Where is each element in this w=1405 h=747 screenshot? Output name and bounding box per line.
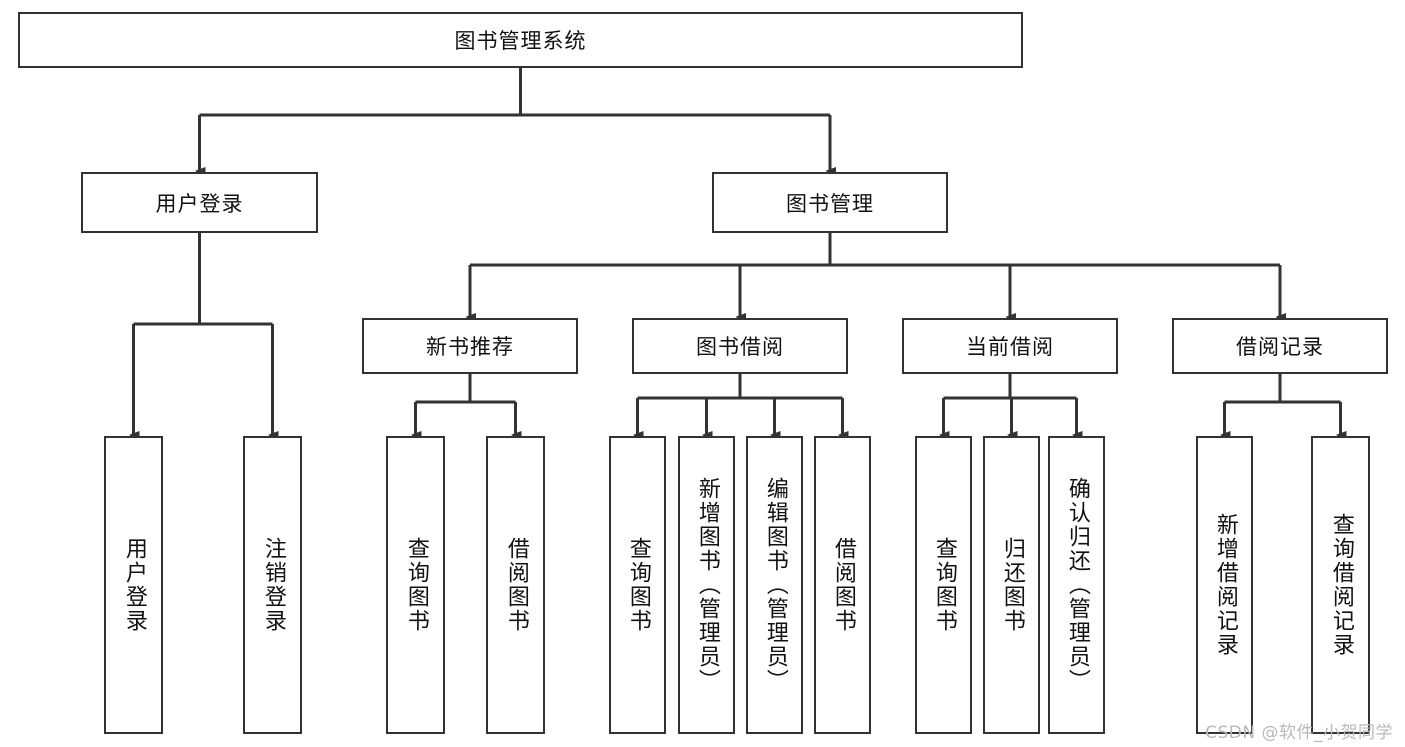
leaf-borrow-lend-book[interactable]: 借阅图书 xyxy=(814,436,871,734)
leaf-current-confirm-return-admin[interactable]: 确认归还（管理员） xyxy=(1048,436,1105,734)
node-book-management-module[interactable]: 图书管理 xyxy=(712,172,948,233)
node-root[interactable]: 图书管理系统 xyxy=(18,12,1023,68)
leaf-user-logout[interactable]: 注销登录 xyxy=(243,436,302,734)
node-new-book-recommend[interactable]: 新书推荐 xyxy=(362,318,578,374)
leaf-current-query-book[interactable]: 查询图书 xyxy=(915,436,972,734)
node-borrow-record[interactable]: 借阅记录 xyxy=(1172,318,1388,374)
leaf-record-add-borrow-record[interactable]: 新增借阅记录 xyxy=(1196,436,1253,734)
leaf-borrow-edit-book-admin[interactable]: 编辑图书（管理员） xyxy=(746,436,803,734)
node-book-borrow[interactable]: 图书借阅 xyxy=(632,318,848,374)
leaf-record-query-borrow-record[interactable]: 查询借阅记录 xyxy=(1311,436,1370,734)
node-current-borrow[interactable]: 当前借阅 xyxy=(902,318,1118,374)
leaf-newbook-query-book[interactable]: 查询图书 xyxy=(386,436,445,734)
leaf-borrow-query-book[interactable]: 查询图书 xyxy=(609,436,666,734)
node-user-login-module[interactable]: 用户登录 xyxy=(81,172,318,233)
leaf-borrow-add-book-admin[interactable]: 新增图书（管理员） xyxy=(678,436,735,734)
leaf-current-return-book[interactable]: 归还图书 xyxy=(983,436,1040,734)
leaf-user-login[interactable]: 用户登录 xyxy=(104,436,163,734)
leaf-newbook-borrow-book[interactable]: 借阅图书 xyxy=(486,436,545,734)
watermark-text: CSDN @软件_小贺同学 xyxy=(1205,723,1393,743)
